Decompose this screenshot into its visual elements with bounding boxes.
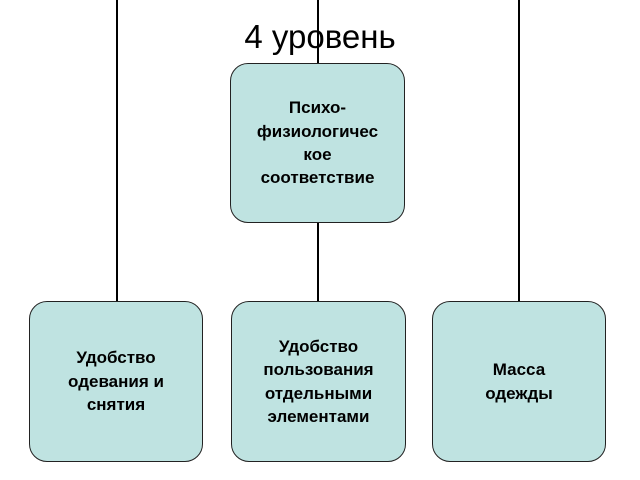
diagram-title: 4 уровень [244, 18, 396, 55]
node-label: Удобство одевания и снятия [68, 348, 164, 415]
node-label: Удобство пользования отдельными элемента… [263, 336, 374, 426]
node-label: Психо- физиологичес кое соответствие [256, 98, 379, 188]
node-psychophysiological: Психо- физиологичес кое соответствие [230, 63, 405, 223]
node-ease-of-use-elements: Удобство пользования отдельными элемента… [231, 301, 406, 462]
node-label: Масса одежды [485, 360, 553, 403]
node-clothing-mass: Масса одежды [432, 301, 606, 462]
node-ease-of-dressing: Удобство одевания и снятия [29, 301, 203, 462]
